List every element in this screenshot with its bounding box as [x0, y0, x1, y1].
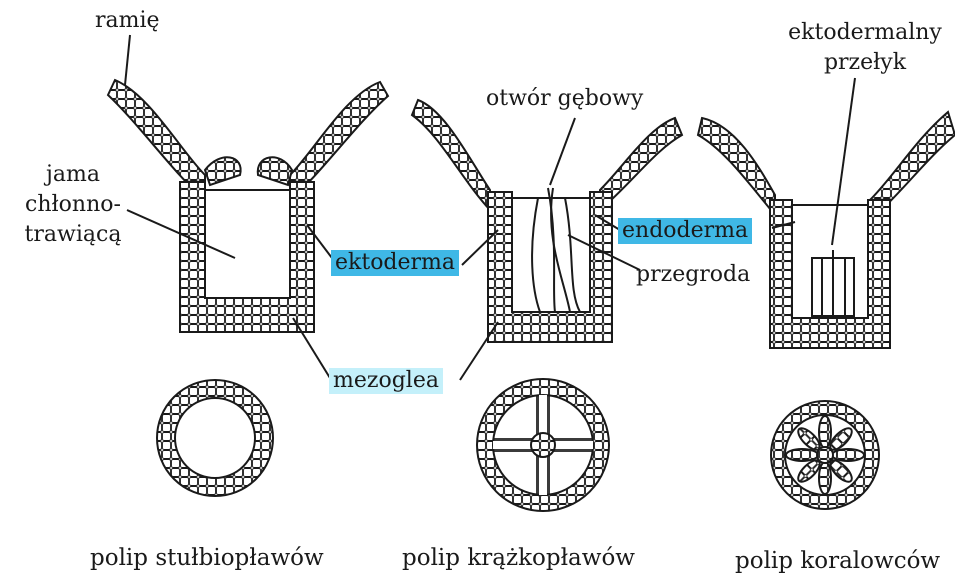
label-ektoderma: ektoderma	[331, 250, 459, 276]
label-otwor-gebowy: otwór gębowy	[486, 86, 643, 112]
label-ramie: ramię	[95, 8, 160, 34]
label-przelyk-line1: ektodermalny	[780, 20, 950, 46]
caption-krazkoplawow: polip krążkopławów	[402, 545, 635, 571]
label-mezoglea: mezoglea	[329, 368, 443, 394]
label-jama-line3: trawiącą	[18, 222, 128, 248]
label-endoderma: endoderma	[618, 218, 752, 244]
label-jama-line1: jama	[18, 162, 128, 188]
polyp-anthozoa	[698, 112, 955, 509]
polyp-hydrozoa	[108, 80, 388, 496]
label-jama-line2: chłonno-	[18, 192, 128, 218]
polyp-scyphozoa	[412, 100, 682, 511]
label-przegroda: przegroda	[636, 262, 750, 288]
caption-koralowcow: polip koralowców	[735, 548, 940, 574]
caption-stulbioplawow: polip stułbiopławów	[90, 545, 324, 571]
label-przelyk-line2: przełyk	[780, 50, 950, 76]
